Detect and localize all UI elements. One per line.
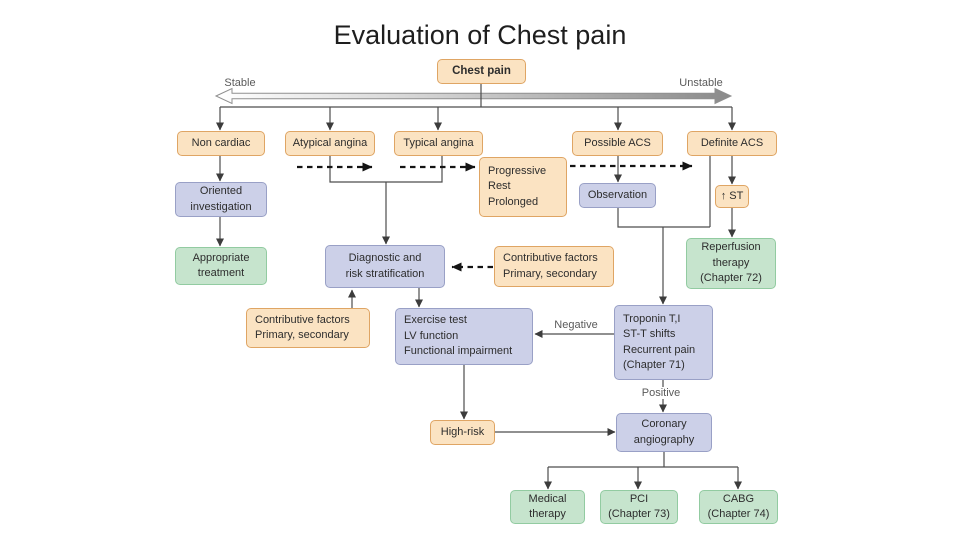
- node-high-risk: High-risk: [430, 420, 495, 445]
- node-exercise-test: Exercise test LV function Functional imp…: [395, 308, 533, 365]
- node-troponin: Troponin T,I ST-T shifts Recurrent pain …: [614, 305, 713, 380]
- node-coronary-angiography: Coronary angiography: [616, 413, 712, 452]
- node-observation: Observation: [579, 183, 656, 208]
- node-pci: PCI (Chapter 73): [600, 490, 678, 524]
- node-progressive-rest-prolonged: Progressive Rest Prolonged: [479, 157, 567, 217]
- node-atypical-angina: Atypical angina: [285, 131, 375, 156]
- page-title: Evaluation of Chest pain: [333, 20, 627, 50]
- node-st-elevation: ↑ ST: [715, 185, 749, 208]
- node-medical-therapy: Medical therapy: [510, 490, 585, 524]
- node-contributive-factors-lower: Contributive factors Primary, secondary: [246, 308, 370, 348]
- node-chest-pain: Chest pain: [437, 59, 526, 84]
- node-reperfusion-therapy: Reperfusion therapy (Chapter 72): [686, 238, 776, 289]
- label-negative: Negative: [554, 319, 598, 331]
- node-non-cardiac: Non cardiac: [177, 131, 265, 156]
- node-diagnostic-risk-stratification: Diagnostic and risk stratification: [325, 245, 445, 288]
- node-definite-acs: Definite ACS: [687, 131, 777, 156]
- label-stable: Stable: [224, 77, 256, 89]
- node-cabg: CABG (Chapter 74): [699, 490, 778, 524]
- node-oriented-investigation: Oriented investigation: [175, 182, 267, 217]
- solid-connectors: [216, 84, 742, 490]
- node-contributive-factors-upper: Contributive factors Primary, secondary: [494, 246, 614, 287]
- dashed-connectors: [297, 161, 693, 272]
- label-unstable: Unstable: [679, 77, 723, 89]
- stable-unstable-arrow: [214, 87, 733, 105]
- node-possible-acs: Possible ACS: [572, 131, 663, 156]
- node-appropriate-treatment: Appropriate treatment: [175, 247, 267, 285]
- node-typical-angina: Typical angina: [394, 131, 483, 156]
- label-positive: Positive: [633, 387, 689, 399]
